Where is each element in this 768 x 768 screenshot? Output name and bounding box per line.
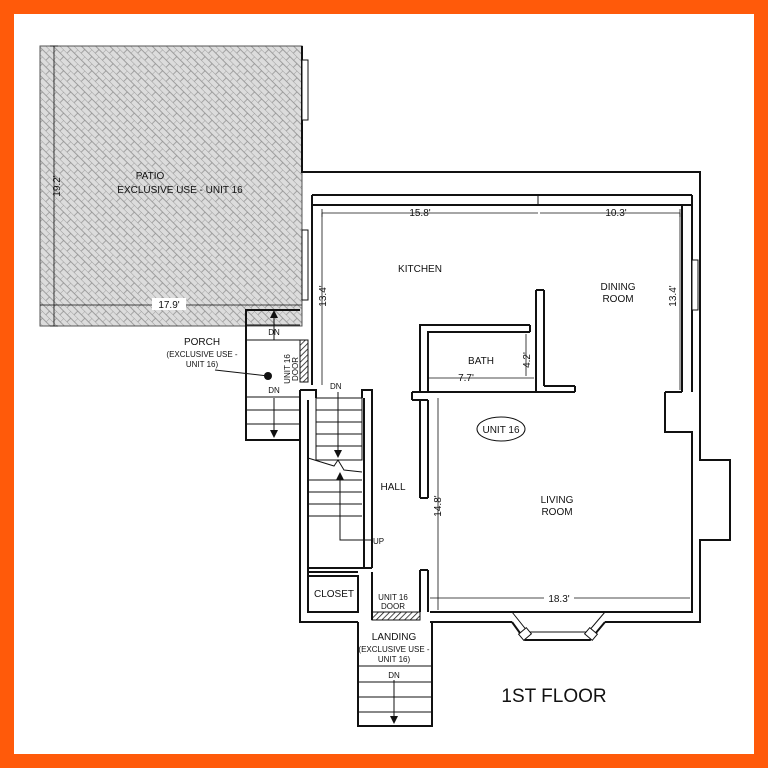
- porch: DN PORCH (EXCLUSIVE USE - UNIT 16) DN UN…: [166, 309, 309, 441]
- hall: HALL DN UP: [300, 382, 406, 569]
- kitchen-dimensions: 15.8' 13.4': [318, 208, 538, 385]
- dining-label: DINING: [601, 282, 636, 293]
- living-depth-dimension: 14.8': [433, 495, 444, 516]
- front-door-label-sub: DOOR: [381, 602, 405, 611]
- porch-stair-dn-top: DN: [268, 328, 280, 337]
- hall-stair-dn: DN: [330, 382, 342, 391]
- hall-stair-up: UP: [373, 537, 384, 546]
- dining-depth-dimension: 13.4': [668, 285, 679, 306]
- kitchen-depth-dimension: 13.4': [318, 285, 329, 306]
- porch-label: PORCH: [184, 337, 220, 348]
- patio-width-dimension: 17.9': [158, 300, 179, 311]
- kitchen-width-dimension: 15.8': [409, 208, 430, 219]
- dining-width-dimension: 10.3': [605, 208, 626, 219]
- hall-label: HALL: [380, 482, 405, 493]
- dining-dimensions: 10.3' 13.4': [540, 208, 681, 390]
- porch-stair-dn-bottom: DN: [268, 386, 280, 395]
- patio-height-dimension: 19.2': [52, 175, 63, 196]
- front-door[interactable]: UNIT 16 DOOR: [371, 572, 421, 621]
- floor-plan-frame: PATIO EXCLUSIVE USE - UNIT 16 19.2' 17.9…: [14, 14, 754, 754]
- living-label: LIVING: [541, 495, 574, 506]
- bath: BATH 7.7' 4.2': [412, 289, 576, 393]
- dining-label-sub: ROOM: [602, 294, 633, 305]
- side-door-label-sub: DOOR: [291, 357, 300, 381]
- porch-label-sub: (EXCLUSIVE USE -: [166, 350, 237, 359]
- closet-label: CLOSET: [314, 589, 354, 600]
- living-label-sub: ROOM: [541, 507, 572, 518]
- landing: LANDING (EXCLUSIVE USE - UNIT 16) DN: [357, 622, 433, 727]
- floor-title: 1ST FLOOR: [501, 686, 606, 707]
- bath-width-dimension: 7.7': [458, 373, 474, 384]
- unit-badge: UNIT 16: [476, 416, 526, 442]
- bay-window: [511, 611, 606, 641]
- landing-label-sub2: UNIT 16): [378, 655, 411, 664]
- porch-label-sub2: UNIT 16): [186, 360, 219, 369]
- living-room: LIVING ROOM 14.8' 18.3': [411, 392, 690, 612]
- side-door-label: UNIT 16: [283, 354, 292, 384]
- closet: CLOSET: [307, 571, 359, 613]
- floor-plan: PATIO EXCLUSIVE USE - UNIT 16 19.2' 17.9…: [39, 45, 731, 727]
- bath-label: BATH: [468, 356, 494, 367]
- kitchen-label: KITCHEN: [398, 264, 442, 275]
- landing-label-sub: (EXCLUSIVE USE -: [358, 645, 429, 654]
- landing-label: LANDING: [372, 632, 417, 643]
- living-width-dimension: 18.3': [548, 594, 569, 605]
- patio-label-sub: EXCLUSIVE USE - UNIT 16: [117, 185, 243, 196]
- front-door-label: UNIT 16: [378, 593, 408, 602]
- patio: PATIO EXCLUSIVE USE - UNIT 16 19.2' 17.9…: [39, 45, 303, 327]
- landing-stair-dn: DN: [388, 671, 400, 680]
- patio-label: PATIO: [136, 171, 165, 182]
- bath-depth-dimension: 4.2': [522, 352, 533, 368]
- unit-badge-label: UNIT 16: [482, 425, 519, 436]
